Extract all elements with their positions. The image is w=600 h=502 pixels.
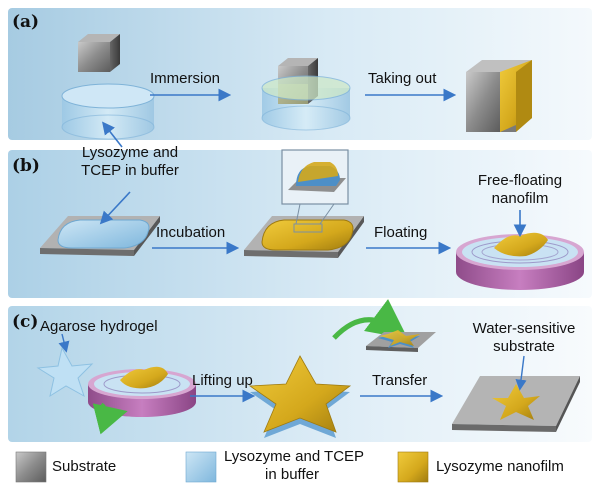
buffer-pointer [99,191,131,225]
floating-label: Floating [374,224,428,241]
water-sensitive-label-line2: substrate [493,338,555,355]
nanofilm-star [248,355,352,438]
legend-buffer-label-line1: Lysozyme and TCEP [224,448,365,465]
hydrogel-pointer [58,333,70,353]
small-substrate-star [366,330,436,352]
panel-c-label: (c) [12,312,39,332]
transfer-label: Transfer [372,372,428,389]
solution-label-line1: Lysozyme and [81,144,179,161]
zoom-inset [281,149,349,233]
legend-buffer-label-line2: in buffer [265,466,319,483]
beaker-solution [61,83,155,140]
legend-substrate-label: Substrate [52,458,117,475]
petri-dish-floating [456,232,584,290]
lifting-up-label: Lifting up [192,372,253,389]
coated-cube [466,60,532,132]
petri-dish-lift [88,366,196,417]
rotation-arrow [92,402,128,435]
free-floating-label-line1: Free-floating [477,172,563,189]
substrate-cube [78,34,120,72]
legend [15,451,429,483]
incubation-label: Incubation [156,224,226,241]
immersion-label: Immersion [150,70,221,87]
legend-swatch-nanofilm [397,451,429,483]
solution-pointer [102,121,123,148]
substrate-with-buffer [40,216,160,256]
target-pointer [515,355,527,391]
agarose-star [36,346,94,398]
solution-label-line2: TCEP in buffer [81,162,179,179]
substrate-with-nanofilm [244,216,364,258]
legend-swatch-buffer [185,451,217,483]
free-floating-label-line2: nanofilm [491,190,549,207]
taking-out-label: Taking out [368,70,437,87]
legend-swatch-substrate [15,451,47,483]
agarose-hydrogel-label: Agarose hydrogel [40,318,158,335]
panel-a-label: (a) [12,12,40,32]
legend-nanofilm-label: Lysozyme nanofilm [436,458,564,475]
water-sensitive-substrate [452,376,580,432]
transfer-curve-arrow [332,299,409,340]
water-sensitive-label-line1: Water-sensitive [472,320,576,337]
immersed-cube-beaker [261,58,351,131]
panel-b-label: (b) [12,156,40,176]
